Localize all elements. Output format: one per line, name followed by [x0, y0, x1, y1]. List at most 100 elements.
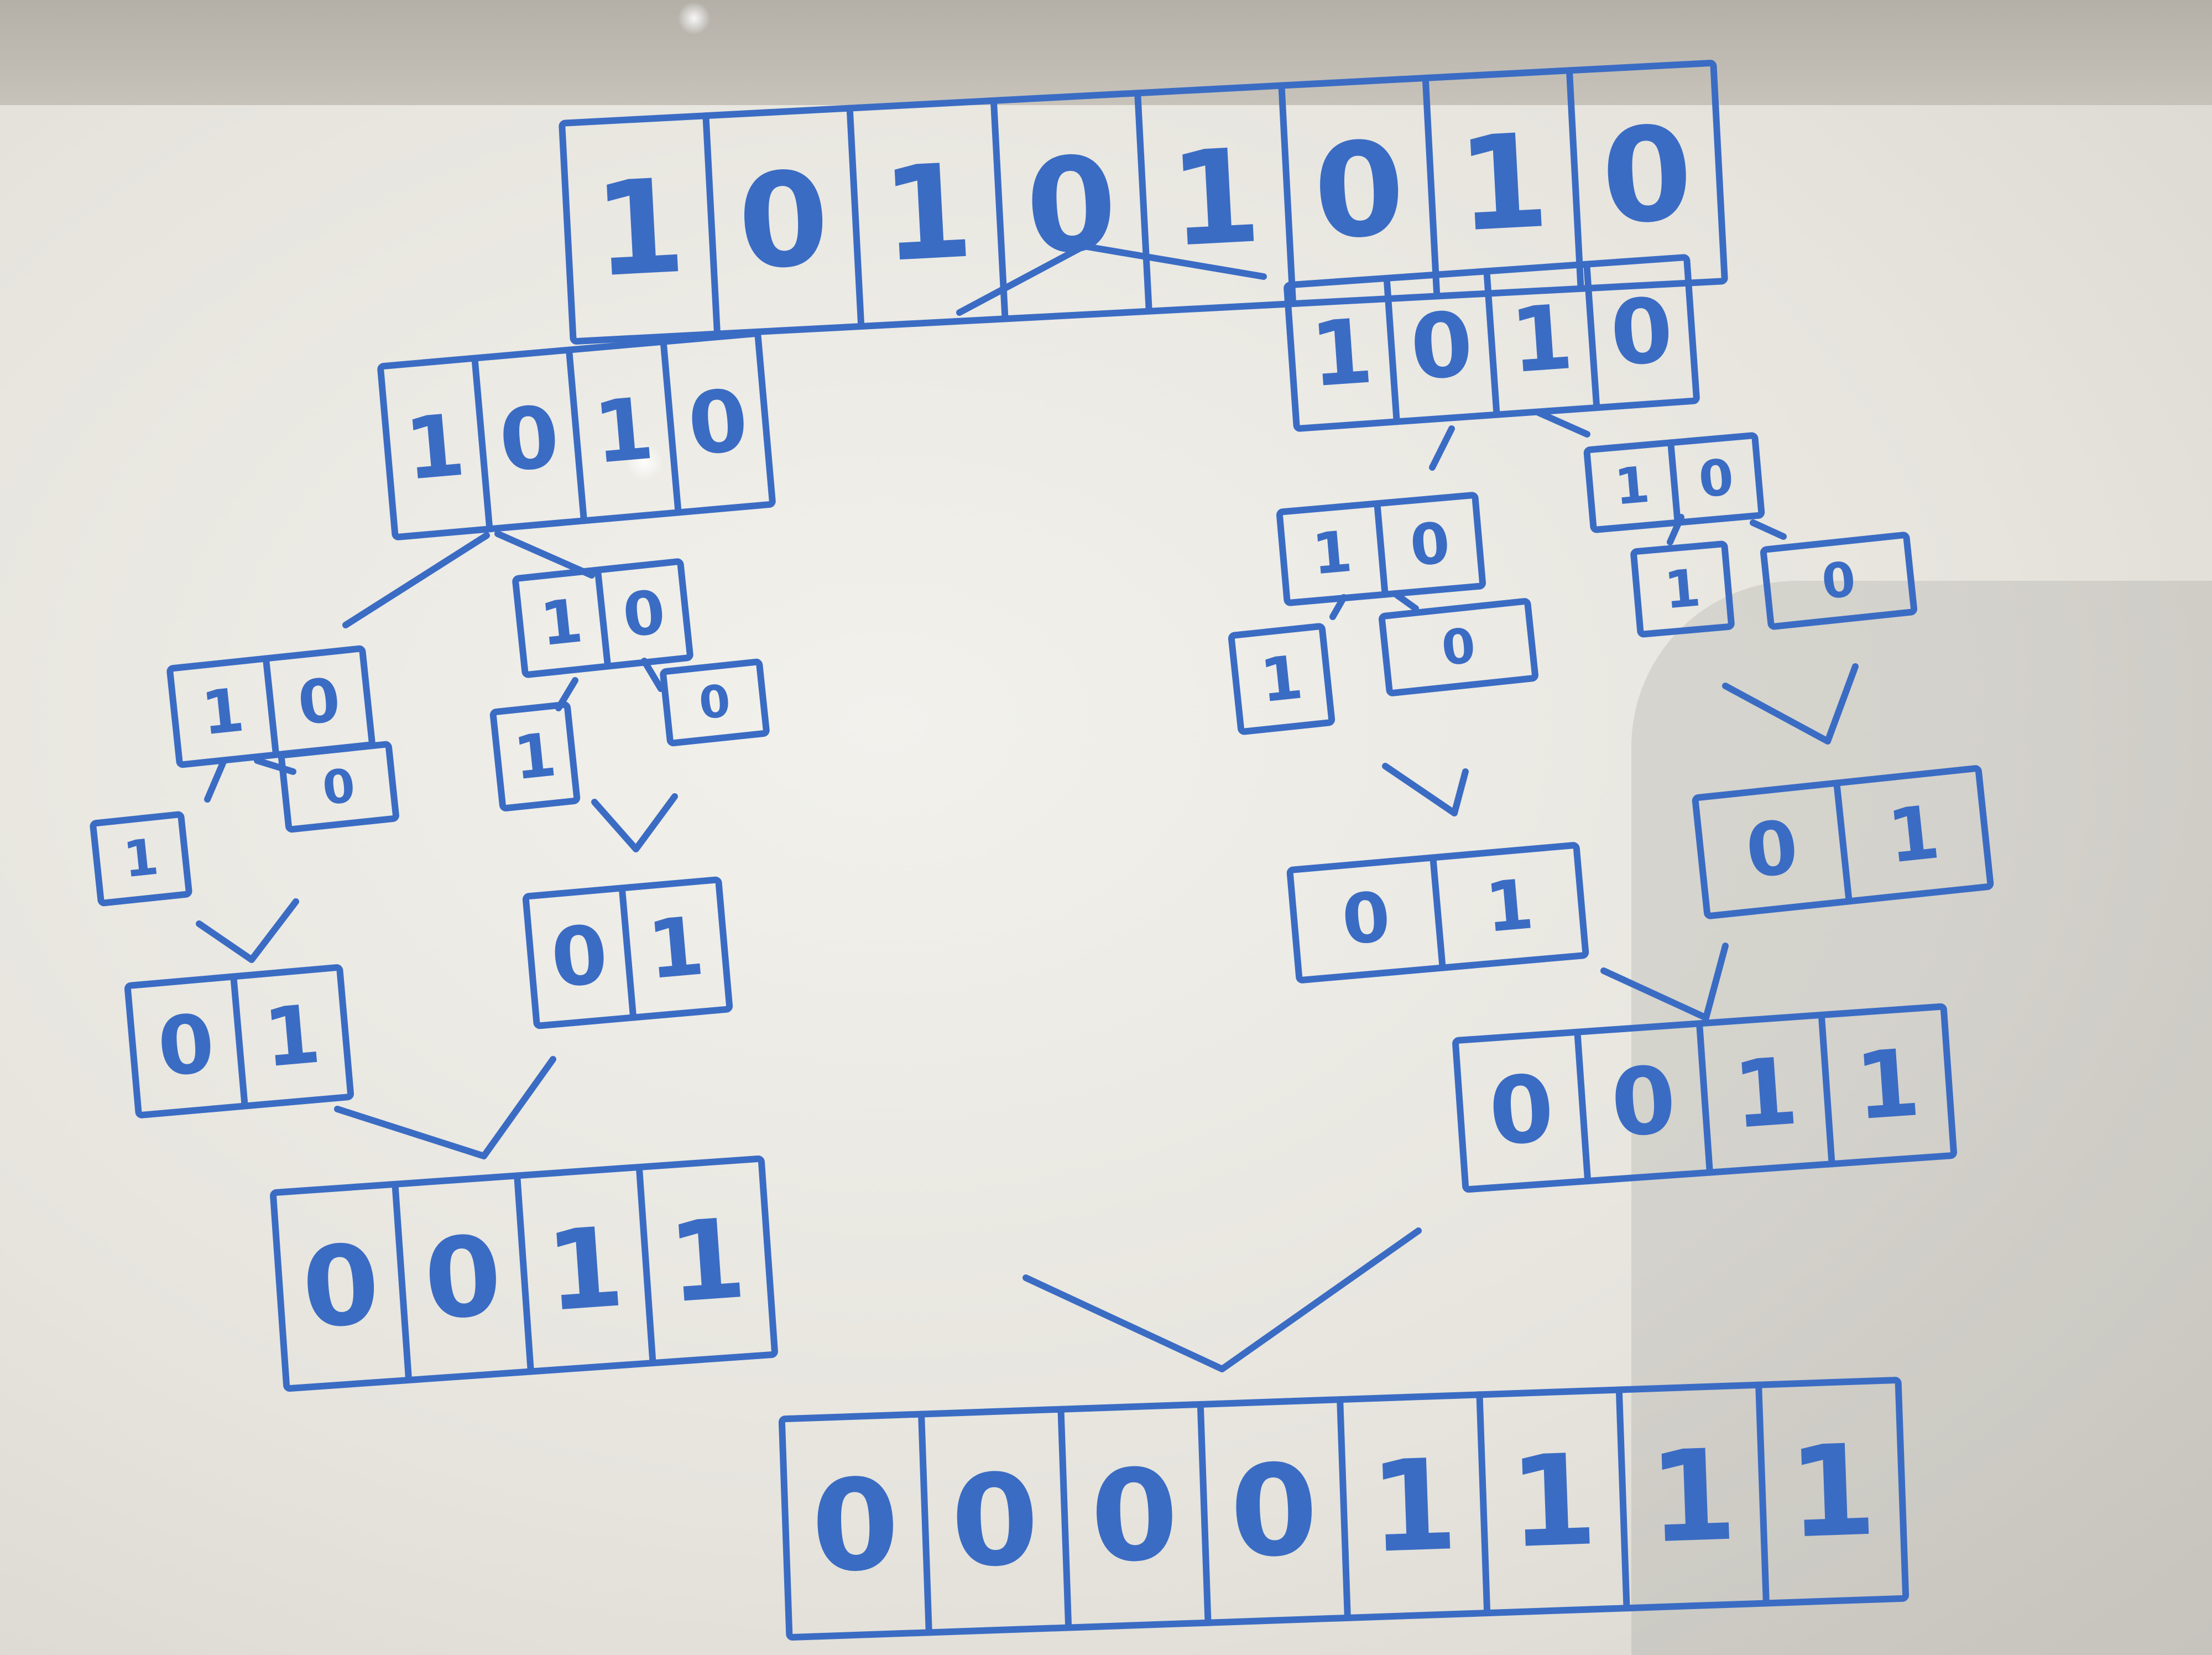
cell-divider — [565, 346, 588, 524]
cell-digit: 0 — [1607, 278, 1676, 386]
cell-digit: 1 — [1646, 1422, 1739, 1571]
array-r-leaf-2: 0 — [1379, 598, 1538, 696]
cell-digit: 0 — [1310, 113, 1408, 268]
cell-divider — [230, 973, 248, 1110]
cell-digit: 0 — [1407, 510, 1452, 579]
merge-line — [1600, 943, 1729, 1021]
split-line — [494, 530, 595, 579]
cell-digit: 0 — [298, 1220, 383, 1353]
cell-digit: 0 — [1819, 551, 1859, 611]
cell-divider — [262, 655, 280, 758]
cell-divider — [1615, 1386, 1630, 1612]
split-line — [342, 532, 490, 628]
cell-divider — [1278, 82, 1297, 308]
cell-divider — [702, 112, 721, 337]
cell-digit: 1 — [1613, 456, 1652, 517]
merge-line — [1022, 1227, 1422, 1372]
cell-divider — [990, 97, 1009, 322]
cell-digit: 1 — [644, 899, 708, 997]
cell-digit: 1 — [1454, 106, 1552, 261]
merge-line — [196, 898, 299, 963]
array-l-leaf-3: 1 — [489, 701, 581, 811]
array-box — [278, 741, 399, 833]
cell-digit: 0 — [1022, 128, 1120, 284]
cell-divider — [846, 105, 865, 330]
cell-digit: 1 — [1368, 1432, 1460, 1581]
cell-digit: 0 — [1742, 804, 1802, 895]
cell-digit: 1 — [1307, 299, 1376, 407]
array-box — [90, 811, 192, 907]
split-line — [1534, 409, 1590, 438]
cell-divider — [1383, 274, 1400, 425]
cell-digit: 1 — [1310, 519, 1354, 588]
cell-divider — [1374, 500, 1389, 598]
cell-divider — [1430, 854, 1446, 971]
cell-digit: 0 — [697, 675, 733, 730]
cell-digit: 0 — [1486, 1055, 1558, 1167]
cell-digit: 0 — [948, 1446, 1041, 1595]
cell-digit: 0 — [1697, 449, 1736, 509]
cell-digit: 0 — [1608, 1047, 1679, 1158]
cell-digit: 0 — [420, 1211, 505, 1345]
cell-digit: 0 — [1407, 293, 1477, 400]
cell-divider — [471, 355, 493, 533]
cell-digit: 1 — [1730, 1038, 1802, 1149]
cell-digit: 1 — [1257, 642, 1306, 716]
cell-digit: 0 — [619, 577, 668, 651]
cell-digit: 1 — [878, 136, 976, 291]
cell-digit: 0 — [1228, 1437, 1320, 1586]
cell-divider — [514, 1172, 534, 1375]
cell-divider — [660, 338, 682, 516]
cell-digit: 1 — [1507, 1427, 1599, 1576]
cell-digit: 1 — [401, 396, 468, 500]
light-glare — [625, 443, 664, 481]
merge-line — [1382, 763, 1469, 816]
light-glare — [677, 2, 711, 35]
split-line — [1750, 519, 1787, 540]
array-box — [1379, 598, 1538, 696]
cell-digit: 1 — [1786, 1417, 1879, 1566]
array-r-leaf-1: 1 — [1228, 623, 1335, 735]
cell-divider — [918, 1411, 932, 1636]
cell-divider — [1574, 1028, 1592, 1185]
cell-digit: 1 — [121, 829, 161, 889]
cell-digit: 0 — [1339, 877, 1394, 961]
cell-divider — [635, 1163, 656, 1367]
cell-digit: 1 — [591, 151, 688, 306]
array-r-leaf-3: 1 — [1630, 540, 1735, 638]
cell-divider — [1755, 1381, 1770, 1607]
array-r-leaf-4: 0 — [1760, 532, 1918, 630]
cell-digit: 1 — [1852, 1029, 1924, 1141]
cell-divider — [1818, 1011, 1835, 1168]
cell-digit: 1 — [1166, 121, 1264, 276]
split-line — [1081, 243, 1267, 280]
shadow — [1631, 581, 2212, 1655]
cell-divider — [1833, 779, 1853, 905]
array-l-leaf-4: 0 — [660, 658, 770, 747]
cell-digit: 1 — [1884, 789, 1943, 880]
cell-divider — [1337, 1396, 1351, 1621]
cell-digit: 0 — [734, 143, 832, 299]
cell-divider — [1566, 67, 1584, 292]
cell-divider — [1696, 1020, 1713, 1176]
array-box — [489, 701, 581, 811]
split-line — [1429, 425, 1455, 471]
cell-divider — [618, 884, 637, 1021]
cell-digit: 1 — [1482, 865, 1537, 948]
cell-digit: 1 — [1662, 558, 1703, 620]
merge-line — [1722, 663, 1859, 745]
cell-digit: 0 — [684, 371, 752, 475]
